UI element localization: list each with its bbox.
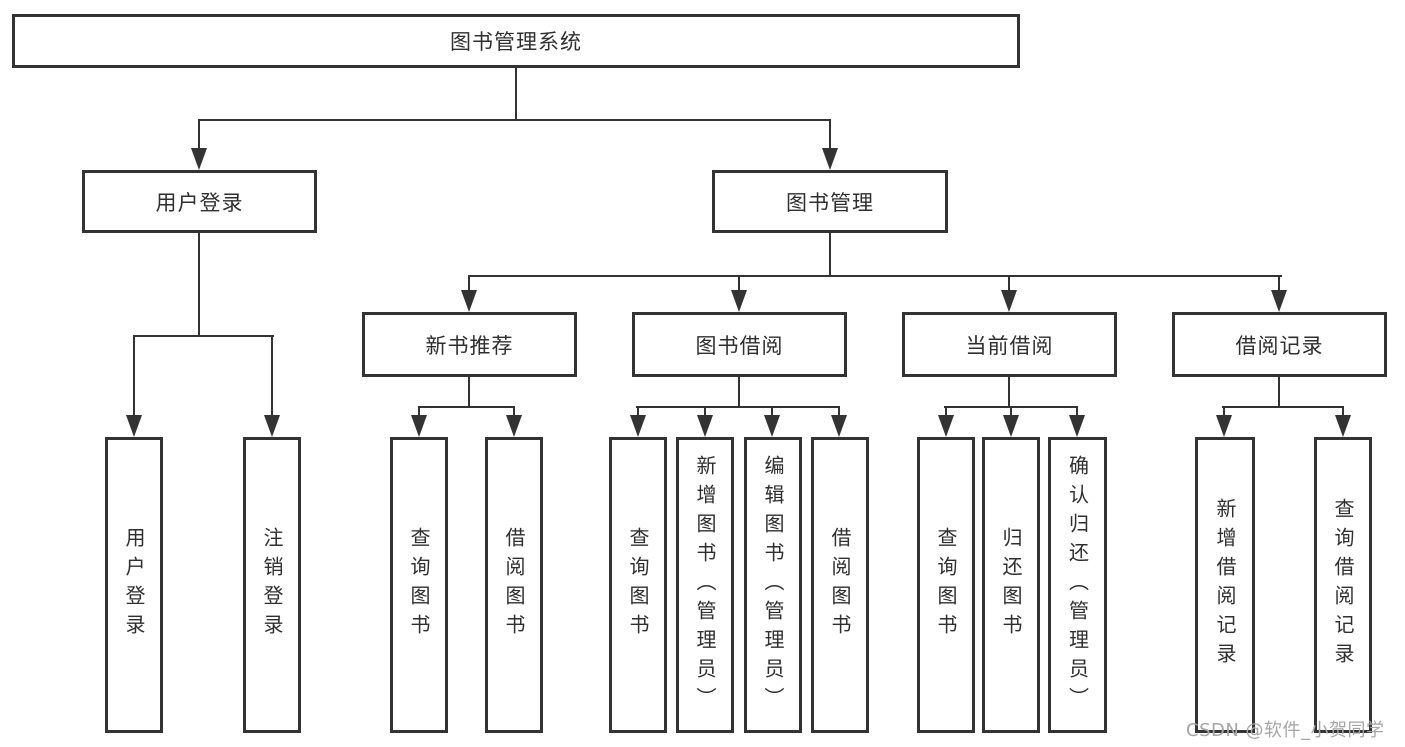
leaf-logout-label: 注销登录 (260, 527, 284, 643)
node-new-book-recommend: 新书推荐 (362, 312, 577, 377)
leaf-recommend-query-books-label: 查询图书 (407, 527, 431, 643)
connector-records-hline (1222, 406, 1344, 408)
leaf-recommend-query-books: 查询图书 (390, 437, 448, 733)
arrowhead-icon (831, 415, 847, 437)
arrowhead-icon (731, 290, 747, 312)
leaf-user-login: 用户登录 (105, 437, 163, 733)
arrow-to-recommend-query (411, 408, 427, 437)
arrowhead-icon (506, 415, 522, 437)
arrow-to-current-query (938, 408, 954, 437)
arrow-to-recommend-borrow (506, 408, 522, 437)
connector-current-hline (944, 406, 1078, 408)
leaf-current-return-books: 归还图书 (982, 437, 1040, 733)
arrowhead-icon (630, 415, 646, 437)
leaf-borrow-edit-books-admin: 编辑图书（管理员） (744, 437, 802, 733)
leaf-current-query-books: 查询图书 (917, 437, 975, 733)
node-root-library-system: 图书管理系统 (12, 14, 1020, 68)
node-book-borrowing: 图书借阅 (632, 312, 847, 377)
arrow-to-borrow-query (630, 408, 646, 437)
connector-records-stem (1278, 377, 1280, 408)
arrow-to-records-add (1216, 408, 1232, 437)
node-book-management: 图书管理 (712, 170, 948, 233)
arrowhead-icon (1003, 415, 1019, 437)
arrow-to-borrow-borrow (831, 408, 847, 437)
connector-root-stem (515, 68, 517, 121)
connector-current-stem (1008, 377, 1010, 408)
arrow-to-book-management (822, 121, 838, 170)
connector-borrow-hline (636, 406, 840, 408)
leaf-current-return-books-label: 归还图书 (999, 527, 1023, 643)
leaf-borrow-edit-books-admin-label: 编辑图书（管理员） (761, 454, 785, 716)
arrow-to-records-query (1335, 408, 1351, 437)
arrowhead-icon (822, 148, 838, 170)
leaf-recommend-borrow-books-label: 借阅图书 (502, 527, 526, 643)
arrowhead-icon (1335, 415, 1351, 437)
arrowhead-icon (191, 148, 207, 170)
leaf-recommend-borrow-books: 借阅图书 (485, 437, 543, 733)
leaf-borrow-borrow-books: 借阅图书 (811, 437, 869, 733)
arrowhead-icon (126, 415, 142, 437)
arrowhead-icon (1069, 415, 1085, 437)
leaf-logout: 注销登录 (243, 437, 301, 733)
leaf-records-query-record-label: 查询借阅记录 (1331, 498, 1355, 672)
node-borrowing-records: 借阅记录 (1172, 312, 1387, 377)
connector-borrow-stem (738, 377, 740, 408)
connector-recommend-hline (418, 406, 515, 408)
arrowhead-icon (461, 290, 477, 312)
arrowhead-icon (411, 415, 427, 437)
leaf-borrow-borrow-books-label: 借阅图书 (828, 527, 852, 643)
connector-login-hline (133, 335, 274, 337)
arrow-to-current-return (1003, 408, 1019, 437)
leaf-borrow-add-books-admin-label: 新增图书（管理员） (693, 454, 717, 716)
leaf-records-add-record-label: 新增借阅记录 (1213, 498, 1237, 672)
arrow-to-borrow-edit (764, 408, 780, 437)
arrowhead-icon (1001, 290, 1017, 312)
connector-root-hline (198, 119, 831, 121)
arrow-to-current-borrowing (1001, 277, 1017, 312)
arrowhead-icon (938, 415, 954, 437)
connector-login-stem (198, 233, 200, 337)
arrow-to-borrow-add (697, 408, 713, 437)
leaf-current-confirm-return-admin: 确认归还（管理员） (1048, 437, 1107, 733)
arrow-to-leaf-user-login (126, 337, 142, 437)
leaf-current-confirm-return-admin-label: 确认归还（管理员） (1065, 454, 1090, 716)
node-current-borrowing: 当前借阅 (902, 312, 1117, 377)
arrowhead-icon (764, 415, 780, 437)
arrow-to-new-book-recommend (461, 277, 477, 312)
arrow-to-user-login (191, 121, 207, 170)
arrowhead-icon (1216, 415, 1232, 437)
arrow-to-leaf-logout (264, 337, 280, 437)
leaf-user-login-label: 用户登录 (122, 527, 146, 643)
arrow-to-borrowing-records (1271, 277, 1287, 312)
arrow-to-current-confirm (1069, 408, 1085, 437)
arrowhead-icon (1271, 290, 1287, 312)
arrow-to-book-borrowing (731, 277, 747, 312)
leaf-records-query-record: 查询借阅记录 (1314, 437, 1372, 733)
leaf-borrow-query-books: 查询图书 (609, 437, 667, 733)
leaf-borrow-query-books-label: 查询图书 (626, 527, 650, 643)
arrowhead-icon (264, 415, 280, 437)
arrowhead-icon (697, 415, 713, 437)
connector-recommend-stem (468, 377, 470, 408)
connector-mgmt-stem (829, 233, 831, 277)
leaf-current-query-books-label: 查询图书 (934, 527, 958, 643)
node-user-login: 用户登录 (82, 170, 317, 233)
leaf-records-add-record: 新增借阅记录 (1195, 437, 1255, 733)
csdn-watermark: CSDN @软件_小贺同学 (1186, 720, 1385, 741)
leaf-borrow-add-books-admin: 新增图书（管理员） (676, 437, 734, 733)
connector-mgmt-hline (468, 275, 1282, 277)
